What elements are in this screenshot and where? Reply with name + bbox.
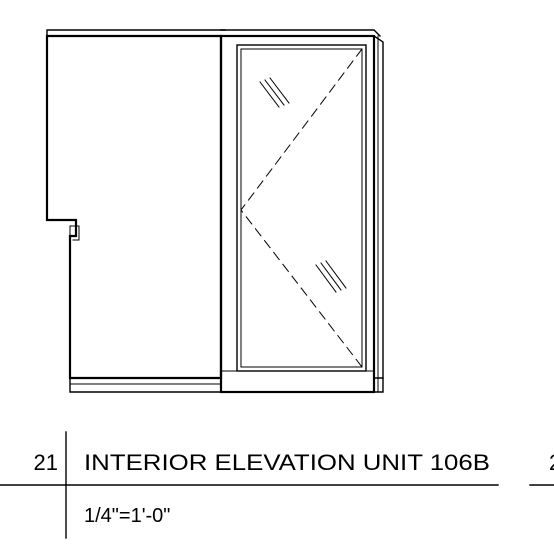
left-cabinet-top-cap: [46, 29, 226, 37]
detail-number: 21: [34, 450, 58, 475]
door-swing-indicator: [240, 48, 363, 368]
title-block: 21 INTERIOR ELEVATION UNIT 106B 1/4"=1'-…: [0, 431, 554, 539]
glass-door-panel: [240, 48, 363, 368]
left-cabinet-base-outline: [69, 377, 222, 393]
left-cabinet-notch-detail: [69, 225, 80, 241]
glass-door-frame: [236, 44, 367, 372]
adjacent-detail-number-fragment: 2: [549, 450, 554, 475]
glass-hatch-upper: [259, 77, 290, 108]
right-unit-frame: [219, 34, 376, 394]
glass-hatch-lower: [315, 260, 347, 293]
detail-title: INTERIOR ELEVATION UNIT 106B: [84, 450, 490, 475]
detail-scale: 1/4"=1'-0": [84, 505, 170, 527]
right-tall-unit: [219, 29, 384, 394]
left-cabinet-outline: [45, 34, 223, 380]
right-unit-top-cap: [220, 29, 381, 37]
right-unit-base: [373, 377, 384, 393]
left-cabinet: [45, 29, 226, 393]
